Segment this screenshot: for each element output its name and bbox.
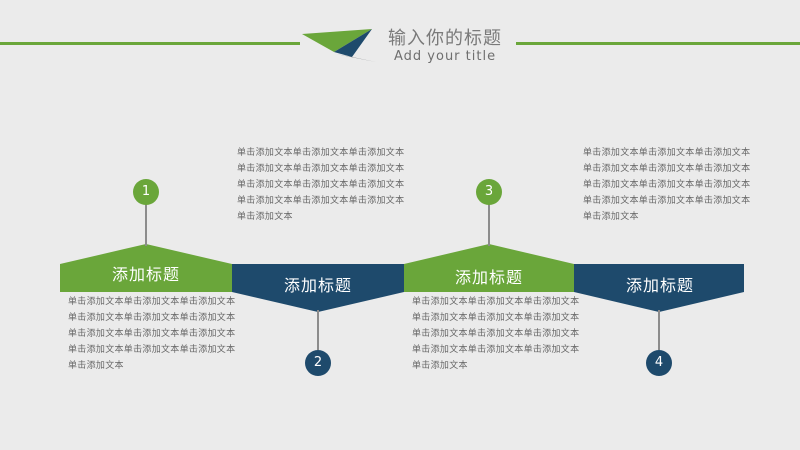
step-3-band: [404, 244, 574, 292]
step-1-connector: [145, 204, 147, 246]
page-title: 输入你的标题: [388, 28, 502, 49]
paper-plane-logo: [302, 29, 376, 62]
step-2-label: 添加标题: [283, 276, 352, 295]
step-3-text: 单击添加文本单击添加文本单击添加文本单击添加文本单击添加文本单击添加文本单击添加…: [412, 297, 580, 371]
page-subtitle: Add your title: [394, 49, 497, 64]
step-3-number: 3: [476, 179, 502, 205]
step-1-label: 添加标题: [111, 265, 180, 284]
step-3-label: 添加标题: [454, 268, 523, 287]
step-1-text: 单击添加文本单击添加文本单击添加文本单击添加文本单击添加文本单击添加文本单击添加…: [68, 297, 236, 371]
step-3-connector: [488, 204, 490, 246]
step-2-number: 2: [305, 350, 331, 376]
step-4-band: [574, 264, 744, 312]
step-1-number: 1: [133, 179, 159, 205]
step-2-band: [232, 264, 404, 312]
step-4-label: 添加标题: [625, 276, 694, 295]
step-2-text: 单击添加文本单击添加文本单击添加文本单击添加文本单击添加文本单击添加文本单击添加…: [237, 148, 405, 222]
step-4-text: 单击添加文本单击添加文本单击添加文本单击添加文本单击添加文本单击添加文本单击添加…: [583, 148, 751, 222]
header-line-right: [516, 42, 800, 45]
header-line-left: [0, 42, 300, 45]
step-4-number: 4: [646, 350, 672, 376]
step-1-band: [60, 244, 232, 292]
step-2-connector: [317, 310, 319, 350]
step-4-connector: [658, 310, 660, 350]
